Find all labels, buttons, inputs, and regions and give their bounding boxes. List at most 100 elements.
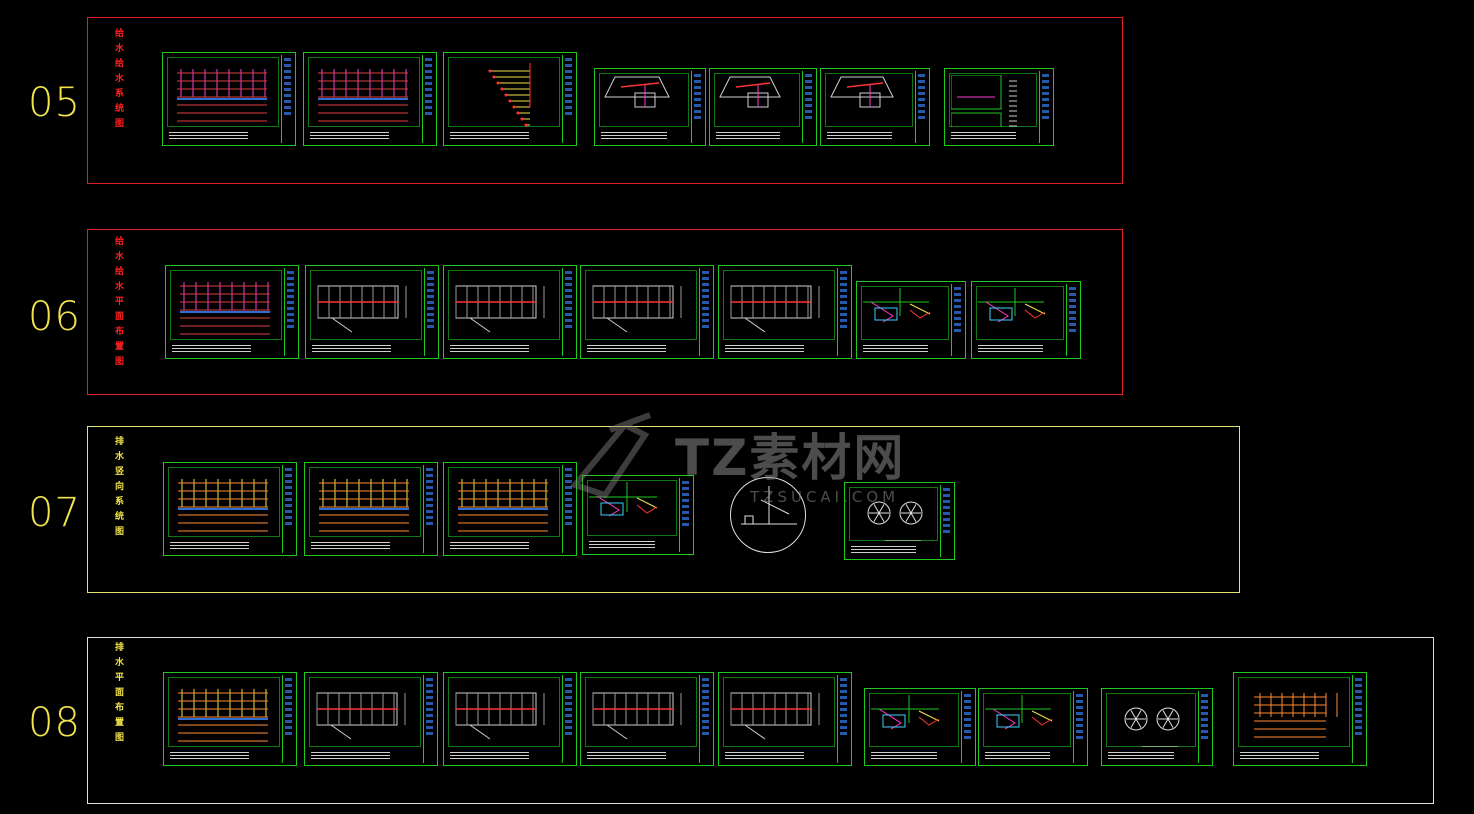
sheet-notes <box>951 130 1016 140</box>
sheet-drawing <box>318 69 408 122</box>
sheet-border <box>448 467 560 537</box>
drawing-sheet-05-1[interactable] <box>162 52 296 146</box>
sheet-notes <box>311 540 391 550</box>
title-block <box>1198 691 1210 763</box>
drawing-sheet-05-4[interactable] <box>594 68 706 146</box>
sheet-border <box>1238 677 1350 747</box>
title-block <box>282 465 294 553</box>
sheet-notes <box>716 130 780 140</box>
sheet-border <box>983 693 1071 747</box>
sheet-drawing <box>730 285 820 333</box>
detail-callout-circle[interactable] <box>730 477 806 553</box>
sheet-notes <box>978 343 1043 353</box>
drawing-sheet-07-1[interactable] <box>163 462 297 556</box>
drawing-sheet-06-5[interactable] <box>718 265 852 359</box>
sheet-border <box>585 677 697 747</box>
group-number-06: 06 <box>28 294 81 340</box>
drawing-sheet-06-6[interactable] <box>856 281 966 359</box>
sheet-border <box>723 270 835 340</box>
drawing-sheet-08-8[interactable] <box>1101 688 1213 766</box>
sheet-drawing <box>455 692 545 740</box>
watermark-text: TZ素材网 <box>675 429 906 487</box>
title-block <box>915 71 927 143</box>
sheet-drawing <box>178 689 268 742</box>
drawing-group-07[interactable] <box>87 426 1240 593</box>
drawing-group-05[interactable] <box>87 17 1123 184</box>
sheet-notes <box>827 130 892 140</box>
drawing-sheet-05-6[interactable] <box>820 68 930 146</box>
drawing-sheet-06-7[interactable] <box>971 281 1081 359</box>
sheet-drawing <box>719 76 781 108</box>
sheet-notes <box>169 130 249 140</box>
title-block <box>940 485 952 557</box>
sheet-drawing <box>592 692 682 740</box>
sheet-border <box>599 73 689 127</box>
sheet-drawing <box>178 479 268 532</box>
sheet-border <box>587 480 677 536</box>
sheet-border <box>448 57 560 127</box>
sheet-border <box>585 270 697 340</box>
drawing-sheet-06-1[interactable] <box>165 265 299 359</box>
sheet-drawing <box>317 285 407 333</box>
sheet-notes <box>450 343 530 353</box>
sheet-notes <box>871 750 937 760</box>
drawing-sheet-08-1[interactable] <box>163 672 297 766</box>
sheet-drawing <box>455 285 545 333</box>
drawing-sheet-08-6[interactable] <box>864 688 976 766</box>
sheet-drawing <box>488 63 531 127</box>
drawing-sheet-08-3[interactable] <box>443 672 577 766</box>
drawing-sheet-08-2[interactable] <box>304 672 438 766</box>
sheet-drawing <box>730 692 820 740</box>
drawing-sheet-08-9[interactable] <box>1233 672 1367 766</box>
drawing-sheet-06-3[interactable] <box>443 265 577 359</box>
drawing-sheet-08-5[interactable] <box>718 672 852 766</box>
sheet-notes <box>601 130 667 140</box>
group-title-08: 排水平面布置图 <box>113 642 123 747</box>
title-block <box>282 675 294 763</box>
drawing-sheet-07-5[interactable] <box>844 482 955 560</box>
sheet-drawing <box>604 76 670 108</box>
drawing-sheet-05-2[interactable] <box>303 52 437 146</box>
sheet-border <box>714 73 800 127</box>
sheet-drawing <box>867 501 923 541</box>
drawing-sheet-08-4[interactable] <box>580 672 714 766</box>
drawing-sheet-06-2[interactable] <box>305 265 439 359</box>
title-block <box>562 675 574 763</box>
sheet-notes <box>312 343 392 353</box>
drawing-sheet-05-3[interactable] <box>443 52 577 146</box>
drawing-group-08[interactable] <box>87 637 1434 804</box>
sheet-border <box>168 467 280 537</box>
group-title-07: 排水竖向系统图 <box>113 436 123 541</box>
sheet-notes <box>310 130 390 140</box>
sheet-notes <box>450 540 530 550</box>
sheet-notes <box>725 750 805 760</box>
drawing-sheet-05-7[interactable] <box>944 68 1054 146</box>
drawing-sheet-07-4[interactable] <box>582 475 694 555</box>
drawing-group-06[interactable] <box>87 229 1123 395</box>
sheet-border <box>170 270 282 340</box>
title-block <box>679 478 691 552</box>
drawing-sheet-07-2[interactable] <box>304 462 438 556</box>
sheet-drawing <box>1124 707 1180 747</box>
group-title-05: 给水给水系统图 <box>113 28 123 133</box>
group-number-08: 08 <box>28 700 81 746</box>
drawing-sheet-08-7[interactable] <box>978 688 1088 766</box>
sheet-notes <box>172 343 252 353</box>
group-number-05: 05 <box>28 80 81 126</box>
sheet-drawing <box>978 288 1046 323</box>
title-block <box>837 268 849 356</box>
drawing-sheet-07-3[interactable] <box>443 462 577 556</box>
drawing-sheet-06-4[interactable] <box>580 265 714 359</box>
title-block <box>422 55 434 143</box>
title-block <box>802 71 814 143</box>
title-block <box>284 268 296 356</box>
sheet-border <box>310 270 422 340</box>
title-block <box>691 71 703 143</box>
sheet-drawing <box>871 695 940 730</box>
sheet-notes <box>450 130 530 140</box>
drawing-sheet-05-5[interactable] <box>709 68 817 146</box>
sheet-drawing <box>316 692 406 740</box>
sheet-border <box>723 677 835 747</box>
sheet-border <box>861 286 949 340</box>
sheet-notes <box>1108 750 1174 760</box>
